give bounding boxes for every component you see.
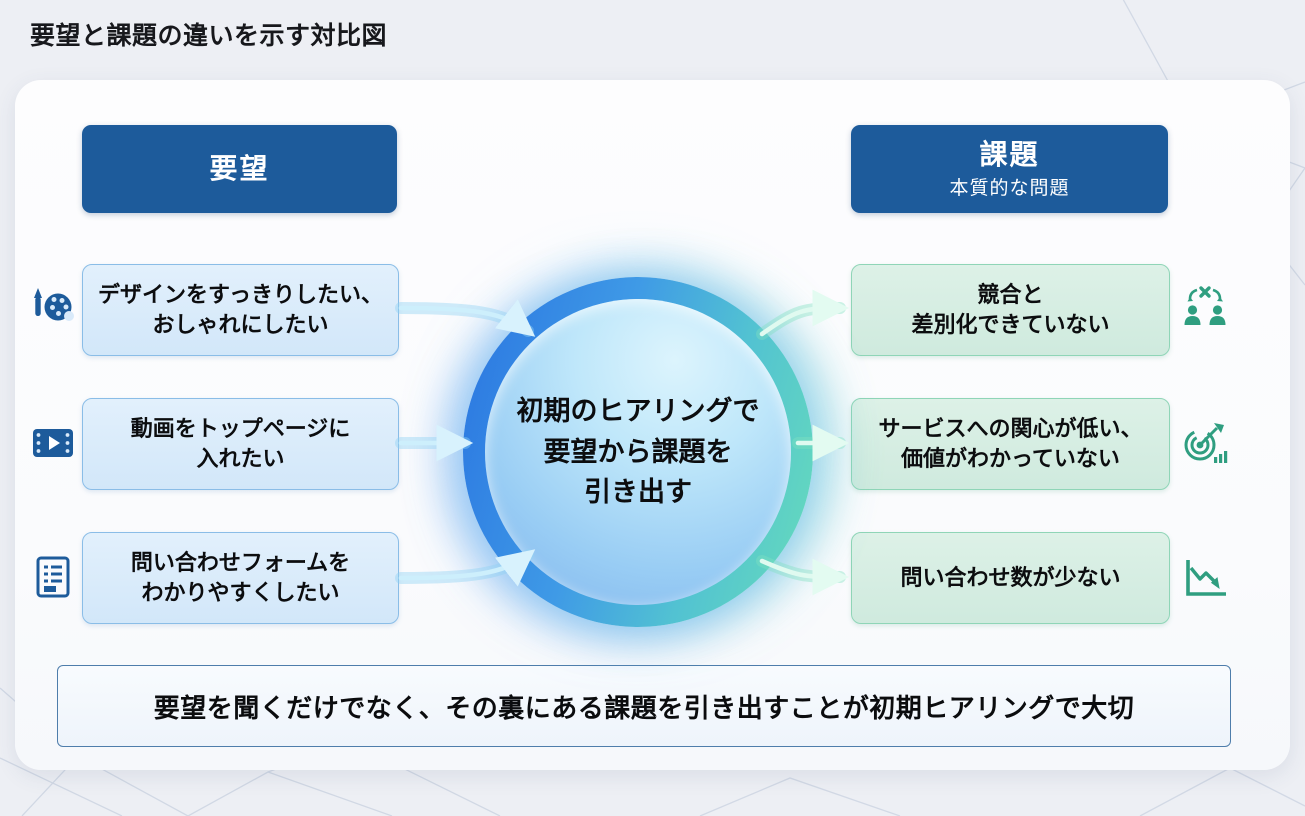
requests-header: 要望 <box>82 125 397 213</box>
competitors-compare-icon <box>1181 285 1229 333</box>
issue-item: 問い合わせ数が少ない <box>851 532 1170 624</box>
target-dart-icon <box>1181 419 1229 467</box>
summary-banner: 要望を聞くだけでなく、その裏にある課題を引き出すことが初期ヒアリングで大切 <box>57 665 1231 747</box>
issue-item: サービスへの関心が低い、 価値がわかっていない <box>851 398 1170 490</box>
form-icon <box>29 553 77 601</box>
page-title: 要望と課題の違いを示す対比図 <box>30 22 388 50</box>
request-item: デザインをすっきりしたい、 おしゃれにしたい <box>82 264 399 356</box>
declining-chart-icon <box>1181 553 1229 601</box>
requests-header-label: 要望 <box>209 153 270 185</box>
issues-header: 課題 本質的な問題 <box>851 125 1168 213</box>
issues-header-label: 課題 <box>979 138 1040 170</box>
video-icon <box>29 419 77 467</box>
hearing-circle-inner: 初期のヒアリングで 要望から課題を 引き出す <box>485 299 791 605</box>
request-item: 問い合わせフォームを わかりやすくしたい <box>82 532 399 624</box>
issues-header-sublabel: 本質的な問題 <box>949 178 1070 200</box>
request-item: 動画をトップページに 入れたい <box>82 398 399 490</box>
issue-item: 競合と 差別化できていない <box>851 264 1170 356</box>
hearing-circle: 初期のヒアリングで 要望から課題を 引き出す <box>463 277 813 627</box>
hearing-circle-label: 初期のヒアリングで 要望から課題を 引き出す <box>516 396 760 508</box>
summary-text: 要望を聞くだけでなく、その裏にある課題を引き出すことが初期ヒアリングで大切 <box>153 692 1135 723</box>
palette-icon <box>29 285 77 333</box>
